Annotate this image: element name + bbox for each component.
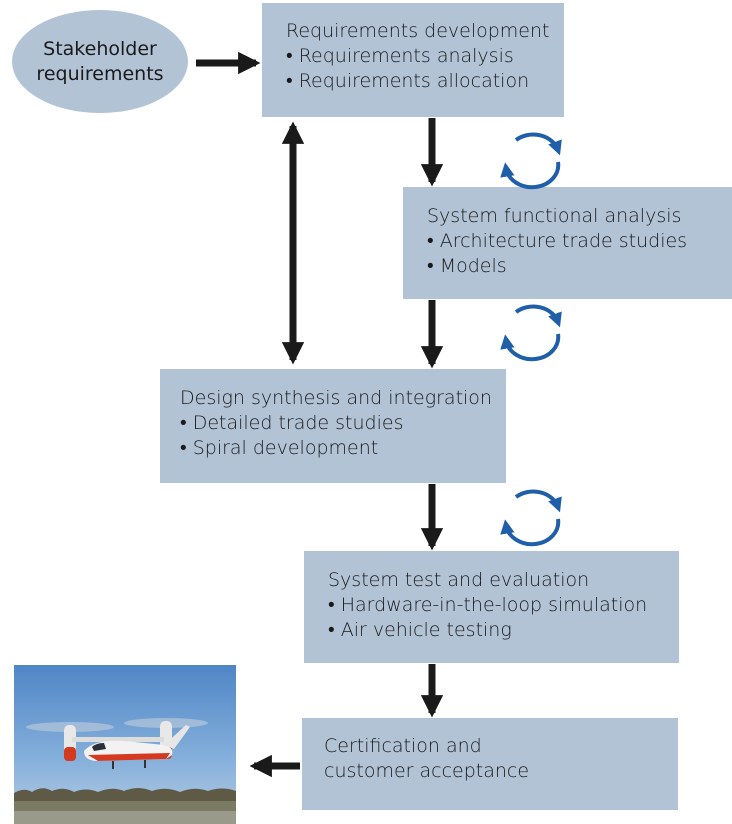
test-title: System test and evaluation: [328, 569, 590, 591]
iteration-cycle-icon-1: [500, 132, 562, 190]
tiltrotor-aircraft-photo: [14, 665, 236, 824]
system-test-evaluation-box: System test and evaluation • Hardware-in…: [304, 551, 679, 663]
certification-box: Certification and customer acceptance: [302, 718, 678, 810]
requirements-development-box: Requirements development • Requirements …: [262, 3, 564, 117]
design-title: Design synthesis and integration: [180, 387, 492, 409]
functional-bullet-2: • Models: [427, 255, 507, 277]
design-synthesis-box: Design synthesis and integration • Detai…: [160, 369, 506, 483]
test-bullet-2: • Air vehicle testing: [328, 619, 512, 641]
stakeholder-line-2: requirements: [36, 62, 164, 85]
iteration-cycle-icon-2: [500, 304, 562, 362]
certification-line-2: customer acceptance: [324, 760, 530, 782]
iteration-cycle-icon-3: [500, 489, 562, 547]
functional-bullet-1: • Architecture trade studies: [427, 230, 688, 252]
requirements-title: Requirements development: [286, 20, 550, 42]
stakeholder-line-1: Stakeholder: [43, 37, 157, 60]
functional-title: System functional analysis: [427, 205, 682, 227]
requirements-bullet-1: • Requirements analysis: [286, 45, 514, 67]
system-functional-analysis-box: System functional analysis • Architectur…: [403, 187, 732, 299]
certification-line-1: Certification and: [324, 735, 482, 757]
stakeholder-requirements-ellipse: Stakeholder requirements: [12, 10, 188, 113]
requirements-bullet-2: • Requirements allocation: [286, 70, 530, 92]
test-bullet-1: • Hardware-in-the-loop simulation: [328, 594, 648, 616]
design-bullet-2: • Spiral development: [180, 437, 379, 459]
design-bullet-1: • Detailed trade studies: [180, 412, 404, 434]
